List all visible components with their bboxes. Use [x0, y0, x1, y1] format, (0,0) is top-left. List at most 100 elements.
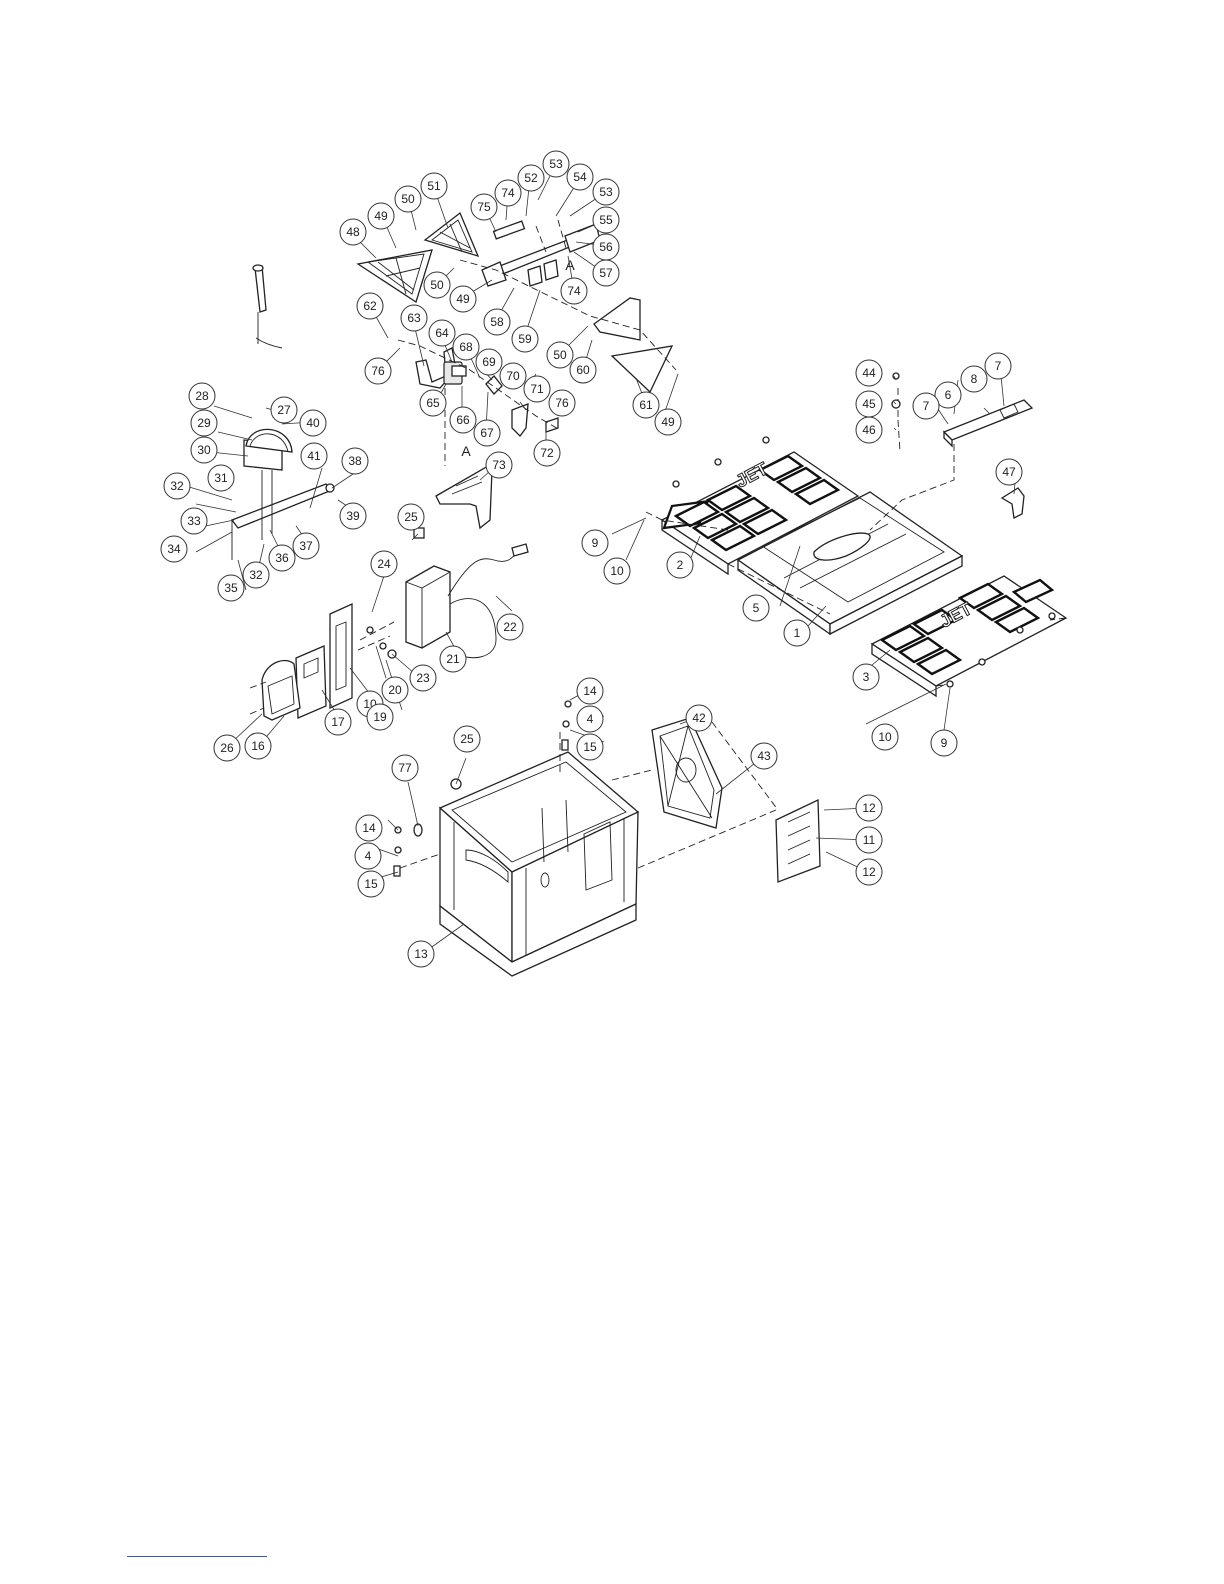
callout-number: 49: [456, 292, 470, 306]
callout-number: 60: [576, 363, 590, 377]
callout-1: 1: [784, 620, 810, 646]
callout-49: 49: [450, 286, 476, 312]
callout-29: 29: [191, 410, 217, 436]
callout-46: 46: [856, 417, 882, 443]
callout-number: 76: [371, 364, 385, 378]
callout-number: 65: [426, 396, 440, 410]
callout-number: 56: [599, 240, 613, 254]
callout-number: 45: [862, 397, 876, 411]
callout-67: 67: [474, 420, 500, 446]
callout-3: 3: [853, 664, 879, 690]
callout-number: 38: [348, 454, 362, 468]
callout-16: 16: [245, 733, 271, 759]
callout-60: 60: [570, 357, 596, 383]
callout-number: 2: [677, 558, 684, 572]
callout-number: 25: [460, 732, 474, 746]
callout-72: 72: [534, 440, 560, 466]
callout-31: 31: [208, 465, 234, 491]
callout-number: 12: [862, 801, 876, 815]
callout-number: 74: [501, 186, 515, 200]
callout-number: 7: [995, 359, 1002, 373]
callout-number: 5: [753, 601, 760, 615]
callout-49: 49: [368, 203, 394, 229]
callout-number: 35: [224, 581, 238, 595]
callout-number: 6: [945, 388, 952, 402]
callout-62: 62: [357, 293, 383, 319]
callout-number: 52: [524, 171, 538, 185]
callout-number: 66: [456, 413, 470, 427]
callout-number: 23: [416, 671, 430, 685]
callout-number: 11: [863, 833, 876, 847]
callout-number: 25: [404, 510, 418, 524]
callout-number: 19: [373, 710, 387, 724]
callout-number: 74: [567, 284, 581, 298]
callout-number: 1: [794, 626, 801, 640]
callout-number: 64: [435, 326, 449, 340]
callout-32: 32: [164, 473, 190, 499]
callout-number: 76: [555, 396, 569, 410]
callout-56: 56: [593, 234, 619, 260]
callout-30: 30: [191, 437, 217, 463]
callout-number: 59: [518, 332, 532, 346]
callout-number: 15: [364, 877, 378, 891]
callout-number: 10: [610, 564, 624, 578]
callout-76: 76: [365, 358, 391, 384]
callout-69: 69: [476, 349, 502, 375]
callout-23: 23: [410, 665, 436, 691]
callout-number: 58: [490, 315, 504, 329]
callout-10: 10: [604, 558, 630, 584]
callout-76: 76: [549, 390, 575, 416]
callout-25: 25: [454, 726, 480, 752]
callout-12: 12: [856, 859, 882, 885]
callout-15: 15: [358, 871, 384, 897]
callout-number: 28: [195, 389, 209, 403]
callout-43: 43: [751, 743, 777, 769]
callout-number: 57: [599, 266, 613, 280]
callout-number: 24: [377, 557, 391, 571]
callout-59: 59: [512, 326, 538, 352]
callout-number: 4: [587, 712, 594, 726]
callout-33: 33: [181, 508, 207, 534]
callout-47: 47: [996, 459, 1022, 485]
callout-number: 9: [941, 736, 948, 750]
callout-number: 26: [220, 741, 234, 755]
callout-36: 36: [269, 545, 295, 571]
callout-27: 27: [271, 397, 297, 423]
callout-9: 9: [931, 730, 957, 756]
callout-number: 72: [540, 446, 554, 460]
callout-39: 39: [340, 503, 366, 529]
callout-11: 11: [856, 827, 882, 853]
callout-58: 58: [484, 309, 510, 335]
callout-13: 13: [408, 941, 434, 967]
callout-49: 49: [655, 409, 681, 435]
callout-number: 15: [583, 740, 597, 754]
callout-number: 51: [427, 179, 441, 193]
callout-14: 14: [577, 678, 603, 704]
callout-57: 57: [593, 260, 619, 286]
callout-37: 37: [293, 533, 319, 559]
callout-22: 22: [497, 614, 523, 640]
callout-number: 47: [1002, 465, 1016, 479]
callout-50: 50: [395, 186, 421, 212]
callout-number: 14: [583, 684, 597, 698]
callout-number: 70: [506, 369, 520, 383]
reference-letter: A: [565, 257, 575, 273]
callout-number: 31: [214, 471, 228, 485]
callout-number: 20: [388, 683, 402, 697]
callout-number: 55: [599, 213, 613, 227]
callout-number: 54: [573, 170, 587, 184]
callout-number: 39: [346, 509, 360, 523]
callout-12: 12: [856, 795, 882, 821]
callout-61: 61: [633, 392, 659, 418]
callout-number: 29: [197, 416, 211, 430]
callout-number: 49: [661, 415, 675, 429]
callout-number: 53: [549, 157, 563, 171]
callout-number: 32: [170, 479, 184, 493]
callout-35: 35: [218, 575, 244, 601]
callout-number: 50: [553, 348, 567, 362]
callout-number: 8: [971, 372, 978, 386]
callout-10: 10: [872, 724, 898, 750]
callout-number: 67: [480, 426, 494, 440]
callout-number: 34: [167, 542, 181, 556]
